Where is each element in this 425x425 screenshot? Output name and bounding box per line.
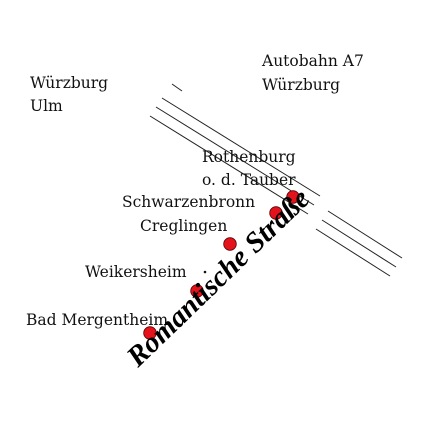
marker-bad-mergentheim[interactable] [143,326,157,340]
label-schwarzenbronn: Schwarzenbronn [122,193,255,211]
label-autobahn-line1: Autobahn A7 [261,52,364,70]
autobahn-a7 [149,83,403,277]
highway-lane-6 [315,228,391,277]
label-autobahn-line2: Würzburg [262,76,340,94]
route-dot [203,270,207,274]
highway-stub [171,83,183,92]
label-bad-mergentheim: Bad Mergentheim [26,311,168,329]
highway-lane-4 [327,210,403,259]
marker-creglingen[interactable] [223,237,237,251]
marker-schwarzenbronn[interactable] [269,206,283,220]
highway-lane-1 [161,97,321,197]
marker-rothenburg[interactable] [286,190,300,204]
label-rothenburg-line2: o. d. Tauber [202,171,296,189]
marker-weikersheim[interactable] [190,284,204,298]
label-west-line2: Ulm [30,97,63,115]
label-rothenburg-line1: Rothenburg [202,148,296,166]
highway-lane-2 [155,106,315,206]
label-weikersheim: Weikersheim [85,263,187,281]
label-west-line1: Würzburg [30,74,108,92]
highway-lane-5 [321,219,397,268]
label-creglingen: Creglingen [140,217,227,235]
town-markers [143,190,300,340]
highway-lane-3 [149,115,309,215]
